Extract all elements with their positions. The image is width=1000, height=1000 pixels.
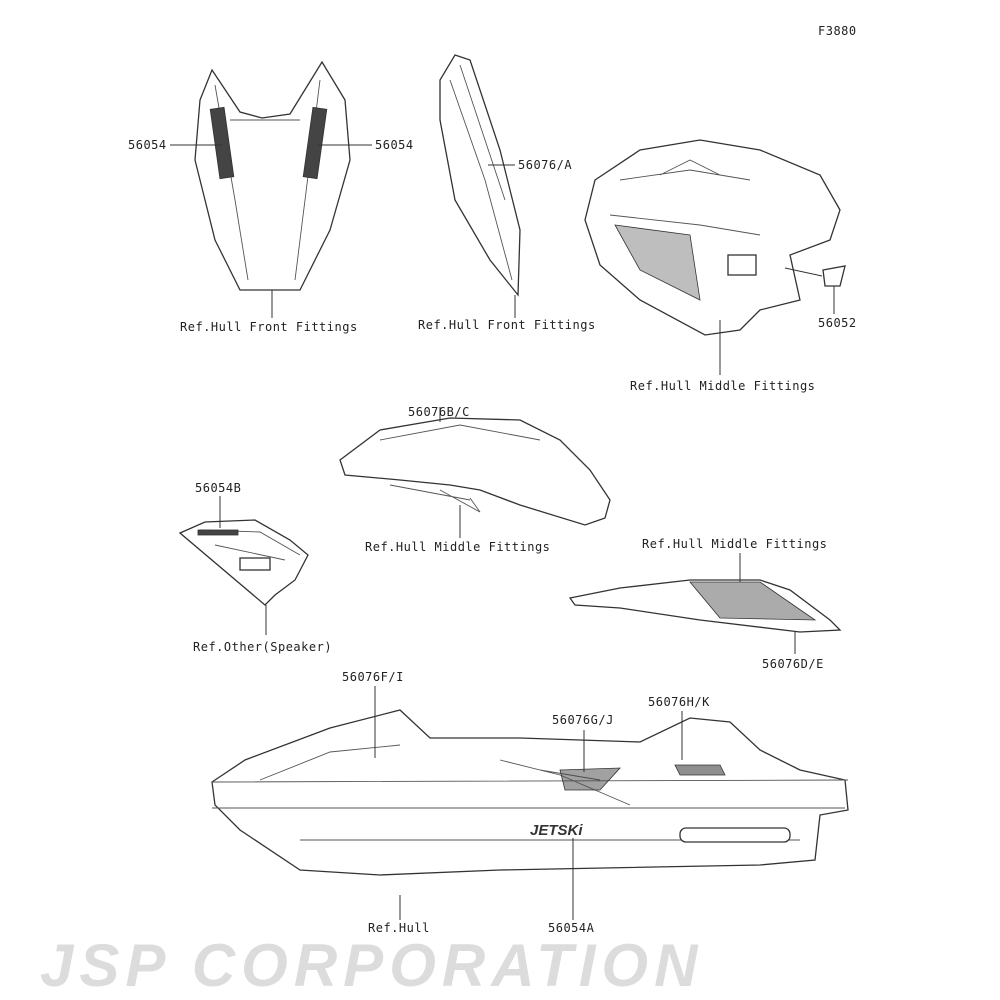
callout-56076hk[interactable]: 56076H/K [648, 695, 710, 709]
callout-56054a[interactable]: 56054A [548, 921, 595, 935]
hull-middle-part [584, 139, 846, 375]
watermark: JSP CORPORATION [40, 932, 704, 999]
ref-hull-middle-fittings-1[interactable]: Ref.Hull Middle Fittings [630, 379, 816, 393]
ref-hull[interactable]: Ref.Hull [368, 921, 430, 935]
step-pad-part [568, 553, 842, 654]
diagram-id: F3880 [818, 24, 857, 38]
callout-56052[interactable]: 56052 [818, 316, 857, 330]
callout-56054b[interactable]: 56054B [195, 481, 242, 495]
jetski-logo: JETSKi [530, 822, 583, 839]
ref-hull-middle-fittings-3[interactable]: Ref.Hull Middle Fittings [642, 537, 828, 551]
side-cover-part [439, 54, 521, 318]
hull-part: JETSKi [211, 686, 849, 920]
callout-56054-left[interactable]: 56054 [128, 138, 167, 152]
callout-56076de[interactable]: 56076D/E [762, 657, 824, 671]
callout-56076bc[interactable]: 56076B/C [408, 405, 470, 419]
callout-56076gj[interactable]: 56076G/J [552, 713, 614, 727]
ref-hull-front-fittings-2[interactable]: Ref.Hull Front Fittings [418, 318, 596, 332]
callout-56054-right[interactable]: 56054 [375, 138, 414, 152]
front-cowl-part [170, 60, 372, 318]
seat-part [339, 407, 611, 538]
ref-hull-middle-fittings-2[interactable]: Ref.Hull Middle Fittings [365, 540, 551, 554]
ref-hull-front-fittings-1[interactable]: Ref.Hull Front Fittings [180, 320, 358, 334]
callout-56076a[interactable]: 56076/A [518, 158, 573, 172]
callout-56076fi[interactable]: 56076F/I [342, 670, 404, 684]
ref-other-speaker[interactable]: Ref.Other(Speaker) [193, 640, 333, 654]
speaker-cover-part [178, 496, 309, 635]
